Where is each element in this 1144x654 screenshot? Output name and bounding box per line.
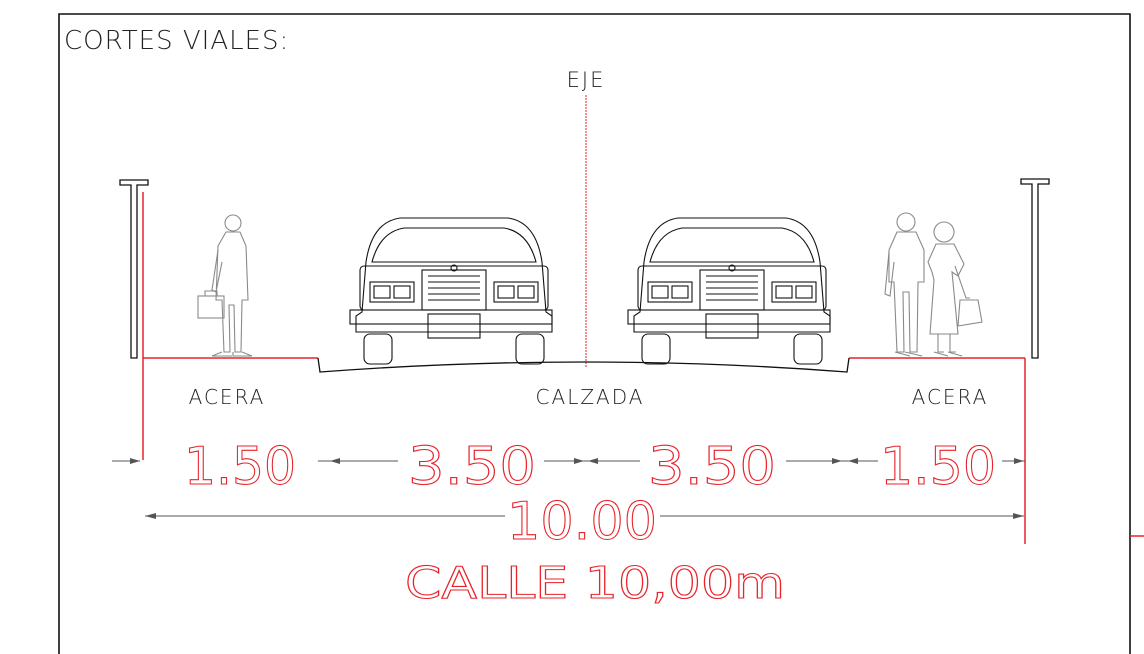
sheet-frame bbox=[58, 13, 1131, 654]
dimension-right-sidewalk: 1.50 bbox=[880, 437, 996, 497]
pedestrian-couple bbox=[884, 212, 983, 357]
car-front-view-right bbox=[627, 217, 831, 365]
dimension-total: 10.00 bbox=[507, 492, 657, 552]
axis-label: EJE bbox=[567, 68, 606, 92]
dimension-left-lane: 3.50 bbox=[408, 437, 536, 497]
zone-label-roadway: CALZADA bbox=[536, 385, 645, 409]
zone-label-left-sidewalk: ACERA bbox=[189, 385, 266, 409]
pedestrian-with-briefcase bbox=[197, 214, 253, 357]
dimension-chain-segments bbox=[112, 458, 1025, 464]
car-front-view-left bbox=[349, 217, 553, 365]
sheet-title: CORTES VIALES: bbox=[64, 26, 289, 56]
roadway-profile bbox=[317, 357, 850, 373]
dimension-right-lane: 3.50 bbox=[648, 437, 776, 497]
right-boundary-post bbox=[1020, 178, 1050, 359]
street-title: CALLE 10,00m bbox=[405, 558, 785, 609]
dimension-total-line bbox=[145, 513, 1024, 519]
zone-label-right-sidewalk: ACERA bbox=[912, 385, 989, 409]
dimension-left-sidewalk: 1.50 bbox=[184, 437, 296, 497]
left-boundary-post bbox=[119, 179, 149, 359]
